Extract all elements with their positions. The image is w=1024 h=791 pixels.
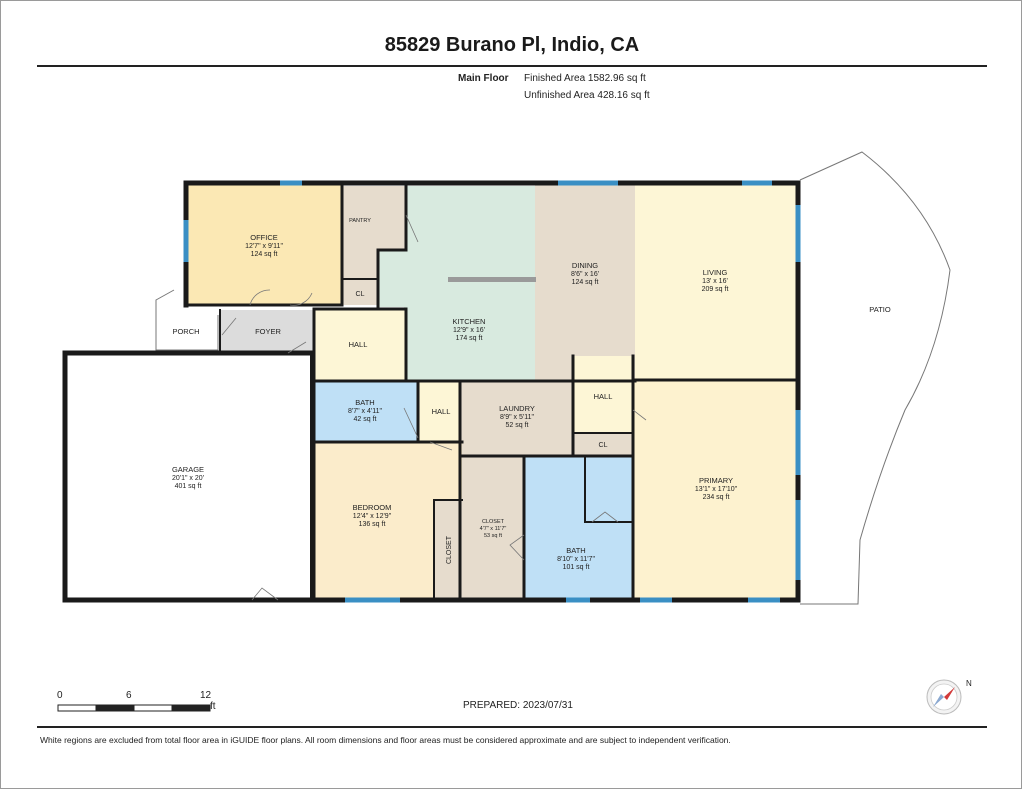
hall-2-label: HALL [432, 407, 451, 416]
kitchen-room [378, 186, 535, 380]
bedroom-closet-label: CLOSET [446, 535, 453, 564]
property-address-title: 85829 Burano Pl, Indio, CA [384, 34, 640, 56]
scale-zero: 0 [57, 690, 63, 701]
kitchen-area: 174 sq ft [456, 335, 483, 342]
primary-room [633, 380, 798, 600]
dining-label: DINING [572, 261, 598, 270]
hall-3-label: HALL [594, 392, 613, 401]
laundry-area: 52 sq ft [506, 422, 529, 429]
shower-room [585, 456, 633, 522]
footer-rule [37, 726, 987, 728]
bedroom-closet [434, 500, 462, 600]
hall-closet [573, 433, 633, 455]
finished-area: Finished Area 1582.96 sq ft [524, 73, 646, 84]
bedroom-dims: 12'4" x 12'9" [353, 513, 392, 520]
header-rule [37, 65, 987, 67]
unfinished-area: Unfinished Area 428.16 sq ft [524, 90, 650, 101]
windows [183, 180, 801, 603]
bedroom-label: BEDROOM [353, 503, 392, 512]
laundry-label: LAUNDRY [499, 404, 535, 413]
hall-label: HALL [349, 340, 368, 349]
laundry-room [460, 381, 573, 456]
prepared-date: PREPARED: 2023/07/31 [463, 700, 573, 711]
bath-small-label: BATH [355, 398, 374, 407]
walk-in-closet-label: CLOSET [482, 519, 505, 525]
living-dims: 13' x 16' [702, 278, 728, 285]
kitchen-label: KITCHEN [453, 317, 486, 326]
bath-main-dims: 8'10" x 11'7" [557, 556, 595, 563]
walk-in-closet [462, 456, 524, 600]
garage-dims: 20'1" x 20' [172, 475, 204, 482]
bath-small-area: 42 sq ft [354, 416, 377, 423]
pantry-label: PANTRY [349, 218, 371, 224]
dining-dims: 8'6" x 16' [571, 271, 599, 278]
dining-area: 124 sq ft [572, 279, 599, 286]
dining-room [535, 183, 635, 380]
walk-in-closet-area: 53 sq ft [484, 533, 503, 539]
office-room [186, 183, 342, 305]
primary-area: 234 sq ft [703, 494, 730, 501]
primary-label: PRIMARY [699, 476, 733, 485]
walls [62, 180, 801, 603]
living-label: LIVING [703, 268, 728, 277]
scale-bar [57, 704, 211, 712]
office-area: 124 sq ft [251, 251, 278, 258]
garage-room [65, 353, 312, 602]
living-room [635, 183, 798, 380]
hall-room-3 [573, 356, 633, 433]
patio-label: PATIO [869, 305, 891, 314]
bath-room-small [314, 381, 418, 442]
kitchen-dims: 12'9" x 16' [453, 327, 485, 334]
kitchen-island [448, 277, 536, 282]
living-area: 209 sq ft [702, 286, 729, 293]
office-label: OFFICE [250, 233, 278, 242]
bath-main-area: 101 sq ft [563, 564, 590, 571]
compass-north: N [966, 679, 972, 688]
scale-max: 12 [200, 690, 212, 701]
room-labels: OFFICE 12'7" x 9'11" 124 sq ft PANTRY CL… [172, 218, 891, 571]
hall-room [314, 309, 406, 381]
laundry-dims: 8'9" x 5'11" [500, 414, 534, 421]
porch-outline [155, 289, 219, 351]
foyer-label: FOYER [255, 327, 281, 336]
bath-main-label: BATH [566, 546, 585, 555]
walk-in-closet-dims: 4'7" x 11'7" [480, 526, 507, 532]
bath-small-dims: 8'7" x 4'11" [348, 408, 382, 415]
primary-dims: 13'1" x 17'10" [695, 486, 738, 493]
garage-area: 401 sq ft [175, 483, 202, 490]
hall-closet-label: CL [599, 442, 608, 449]
pantry-closet-label: CL [356, 291, 365, 298]
porch-label: PORCH [172, 327, 199, 336]
floor-name: Main Floor [458, 73, 509, 84]
scale-unit: ft [210, 701, 216, 712]
door-swings [221, 214, 647, 601]
compass-icon: N [926, 679, 972, 715]
patio-outline [799, 151, 951, 605]
office-dims: 12'7" x 9'11" [245, 243, 283, 250]
scale-mid: 6 [126, 690, 132, 701]
hall-room-2 [418, 381, 460, 442]
bedroom-area: 136 sq ft [359, 521, 386, 528]
foyer-room [220, 310, 314, 355]
disclaimer-text: White regions are excluded from total fl… [40, 735, 731, 745]
garage-label: GARAGE [172, 465, 204, 474]
pantry-closet [342, 279, 378, 305]
